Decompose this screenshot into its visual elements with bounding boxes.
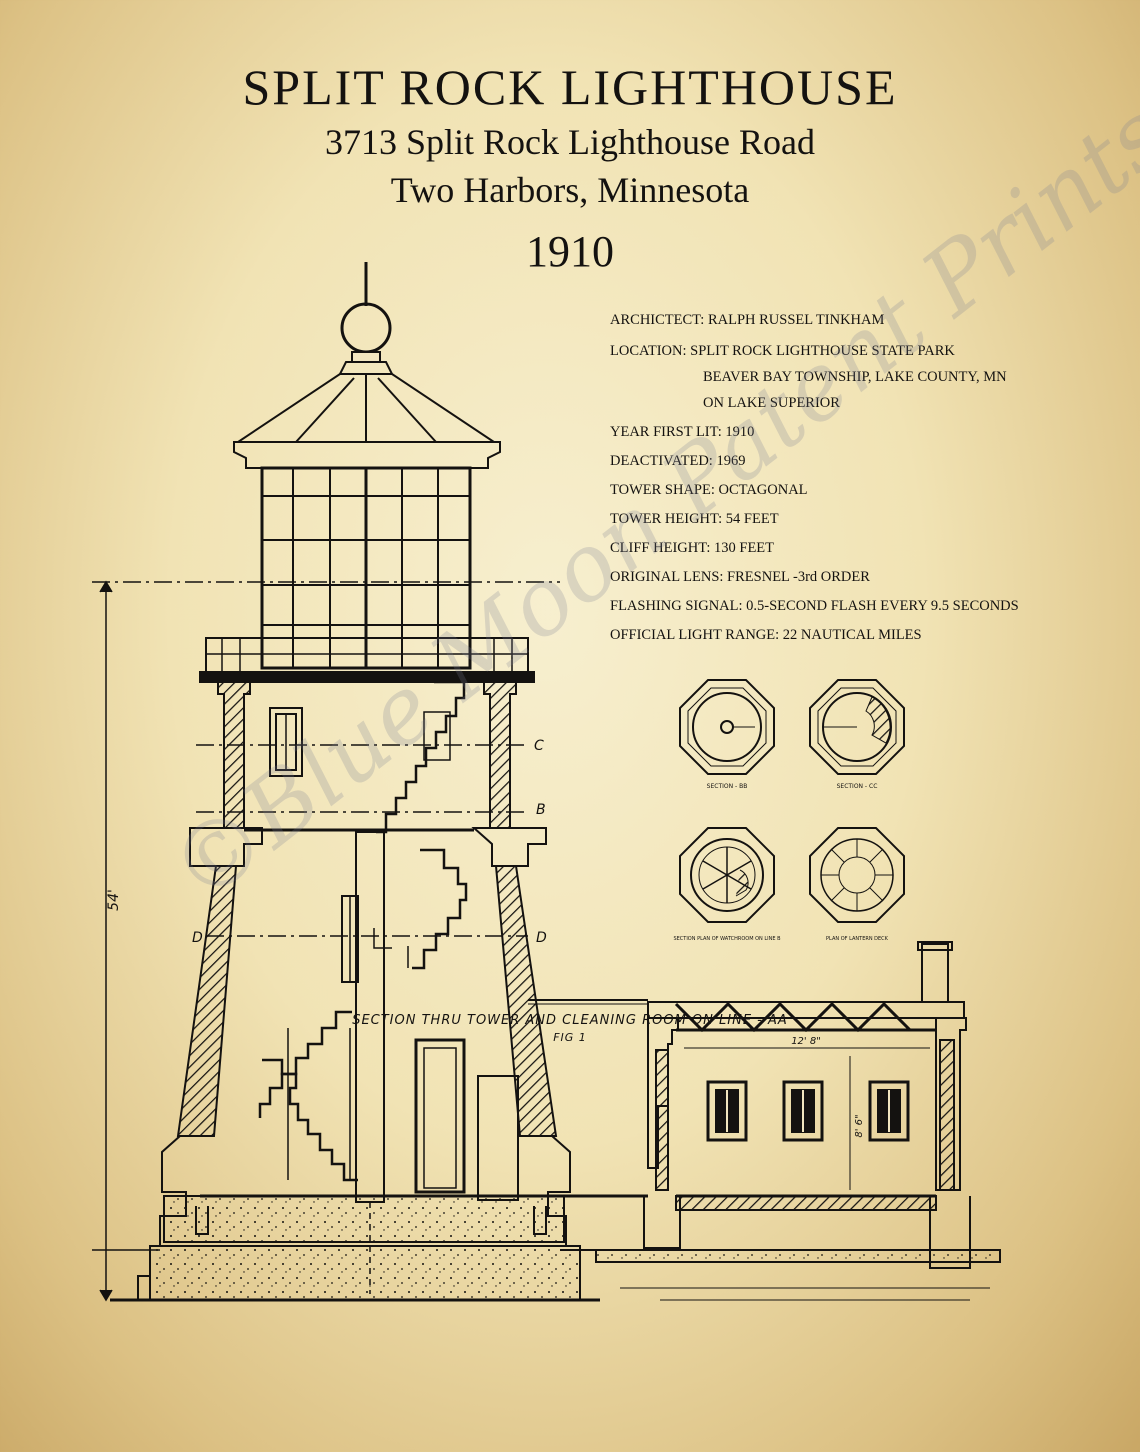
plan-label-lantern-deck: PLAN OF LANTERN DECK [826, 936, 889, 942]
dimension-lines [92, 580, 560, 1302]
poster-title: SPLIT ROCK LIGHTHOUSE [242, 59, 898, 115]
address-line-2: Two Harbors, Minnesota [390, 170, 750, 210]
plan-lantern-deck [809, 827, 905, 923]
section-label-b: B [536, 802, 546, 818]
fact-cliff-height: CLIFF HEIGHT: 130 FEET [610, 540, 775, 556]
fact-original-lens: ORIGINAL LENS: FRESNEL -3rd ORDER [610, 569, 870, 585]
figure-caption: SECTION THRU TOWER AND CLEANING ROOM ON … [352, 1013, 788, 1028]
fact-location: LOCATION: SPLIT ROCK LIGHTHOUSE STATE PA… [610, 343, 955, 359]
section-label-d-left: D [192, 930, 203, 946]
fact-year-first-lit: YEAR FIRST LIT: 1910 [610, 424, 755, 440]
fact-tower-shape: TOWER SHAPE: OCTAGONAL [610, 482, 808, 498]
plan-label-bb: SECTION - BB [707, 783, 748, 790]
address-line-1: 3713 Split Rock Lighthouse Road [325, 122, 815, 162]
year: 1910 [526, 227, 614, 276]
plan-section-cc [809, 679, 905, 775]
plan-watchroom [679, 827, 775, 923]
room-height-label: 8' 6" [854, 1114, 865, 1137]
fact-deactivated: DEACTIVATED: 1969 [610, 453, 746, 469]
plan-label-watchroom: SECTION PLAN OF WATCHROOM ON LINE B [673, 936, 781, 942]
fact-flashing-signal: FLASHING SIGNAL: 0.5-SECOND FLASH EVERY … [610, 598, 1019, 614]
height-dimension-label: 54' [106, 889, 122, 911]
room-width-label: 12' 8" [791, 1036, 821, 1047]
fact-light-range: OFFICIAL LIGHT RANGE: 22 NAUTICAL MILES [610, 627, 922, 643]
fact-architect: ARCHICTECT: RALPH RUSSEL TINKHAM [610, 312, 885, 328]
plan-section-bb [679, 679, 775, 775]
plan-label-cc: SECTION - CC [837, 783, 878, 790]
section-label-d-right: D [536, 930, 547, 946]
fact-tower-height: TOWER HEIGHT: 54 FEET [610, 511, 779, 527]
fact-location-line-2: BEAVER BAY TOWNSHIP, LAKE COUNTY, MN [703, 369, 1007, 385]
cleaning-room [528, 941, 1001, 1301]
lantern [199, 262, 535, 683]
figure-number: FIG 1 [553, 1031, 587, 1044]
section-label-c: C [534, 738, 544, 754]
tower-section [110, 680, 600, 1302]
fact-location-line-3: ON LAKE SUPERIOR [703, 395, 840, 411]
